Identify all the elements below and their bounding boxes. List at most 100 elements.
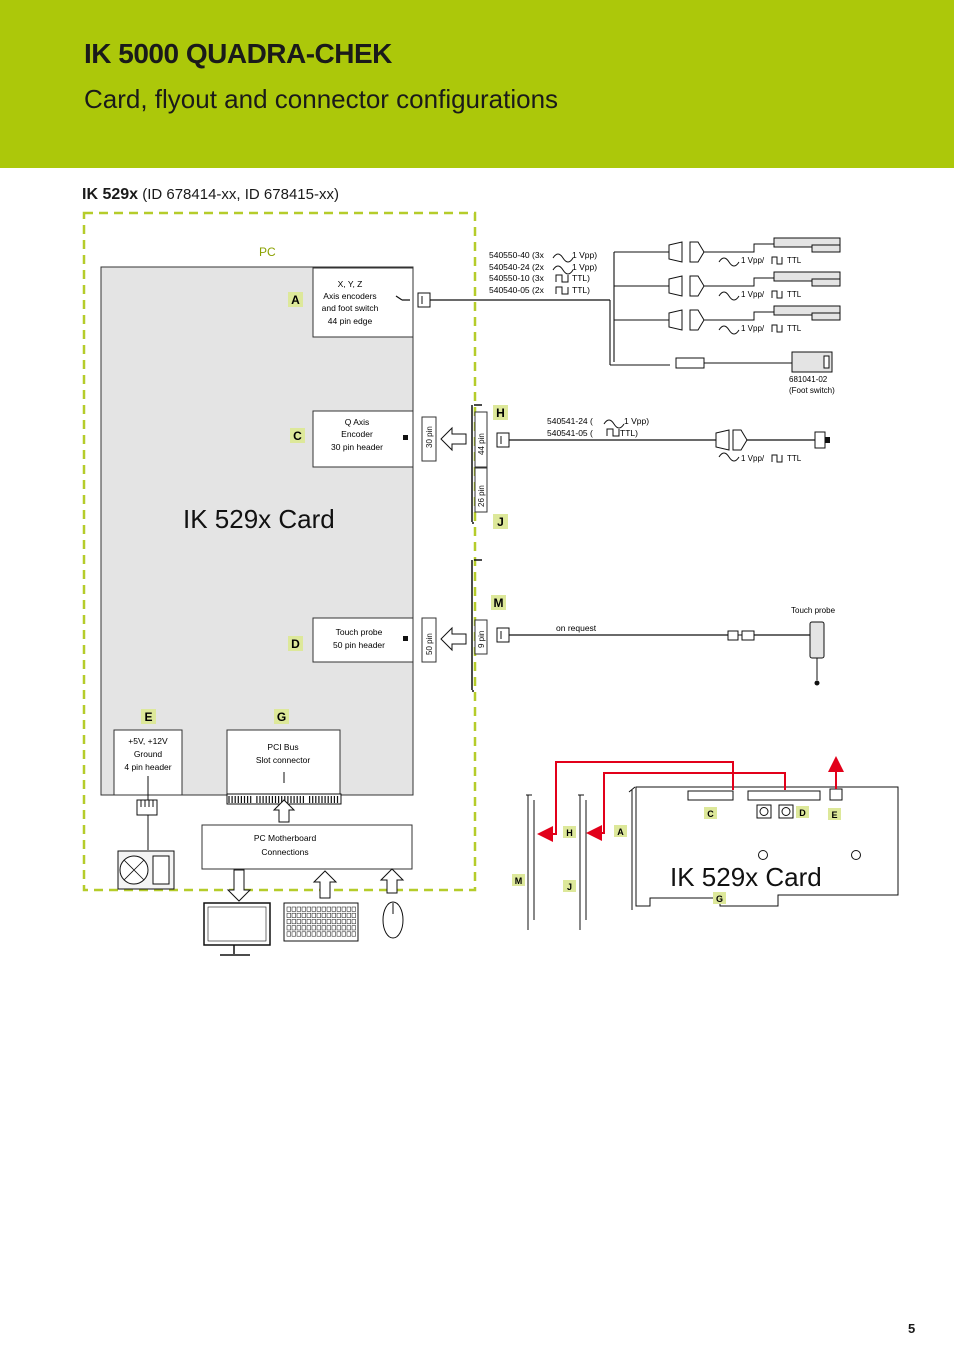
keyboard-key: [321, 925, 326, 931]
keyboard-key: [331, 912, 336, 918]
keyboard-key: [286, 912, 291, 918]
keyboard-key: [311, 912, 316, 918]
foot-switch-id: 681041-02: [789, 375, 828, 384]
signal-square-icon: [771, 324, 783, 333]
keyboard-key: [291, 906, 296, 912]
block-c: [312, 410, 414, 468]
block-a-letter-tag: [288, 292, 303, 307]
signal-sine-icon: [718, 291, 740, 301]
a-plug-icon: [417, 292, 431, 308]
keyboard-key: [291, 919, 296, 925]
keyboard-key: [351, 906, 356, 912]
d-to-m-arrow: [440, 626, 467, 652]
monitor-screen-icon: [207, 906, 267, 942]
monitor-arrow: [226, 869, 252, 902]
j-connector-label: 26 pin: [477, 485, 486, 507]
keyboard-key: [296, 919, 301, 925]
block-a-line-4: 44 pin edge: [328, 316, 373, 326]
keyboard-key: [296, 931, 301, 937]
illustration-letter-h-tag: [563, 826, 576, 838]
keyboard-key: [306, 919, 311, 925]
signal-square-icon: [771, 256, 783, 265]
power-supply-fan-grille: [123, 859, 145, 881]
keyboard-key: [341, 931, 346, 937]
illustration-letter-j-tag: [563, 880, 576, 892]
m-bracket-strip: [471, 559, 482, 692]
a-cable-right-2: 1 Vpp): [572, 262, 597, 272]
keyboard-key: [331, 931, 336, 937]
linear-encoder-scale-icon: [773, 271, 841, 282]
illustration-bracket-a: [628, 786, 636, 910]
pc-boundary: [82, 211, 477, 892]
power-socket-icon: [152, 855, 170, 885]
mouse-arrow: [379, 868, 405, 894]
block-e-line-3: 4 pin header: [124, 762, 171, 772]
illustration-letter-d: D: [799, 808, 806, 818]
illustration-mount-hole-1: [758, 850, 768, 860]
touch-probe-tip-icon: [814, 680, 820, 686]
foot-switch-icon: [791, 351, 833, 373]
block-e-line-2: Ground: [134, 749, 163, 759]
keyboard-key: [316, 912, 321, 918]
m-connector-box: [474, 619, 488, 655]
keyboard-key: [311, 931, 316, 937]
h-signal-ttl: TTL: [787, 454, 802, 463]
encoder-plug-right-icon: [689, 241, 705, 263]
illustration-letter-c: C: [707, 809, 714, 819]
signal-square-icon: [771, 290, 783, 299]
encoder-signal-1vpp: 1 Vpp/: [741, 324, 765, 333]
block-d-pin-icon: [403, 636, 408, 641]
keyboard-key: [336, 912, 341, 918]
block-d-letter-tag: [288, 636, 303, 651]
d-ribbon-connector: [421, 617, 437, 663]
keyboard-key: [316, 931, 321, 937]
flyout-j-letter-tag: [493, 514, 508, 529]
keyboard-key: [326, 906, 331, 912]
page-title: IK 5000 QUADRA-CHEK: [84, 38, 392, 69]
block-a-letter: A: [291, 293, 300, 307]
keyboard-key: [341, 912, 346, 918]
keyboard-key: [336, 925, 341, 931]
illustration-chip-1-dot: [759, 807, 769, 816]
block-a-line-2: Axis encoders: [323, 291, 376, 301]
card-body: [100, 266, 414, 796]
keyboard-key: [296, 912, 301, 918]
illustration-letter-a: A: [617, 827, 624, 837]
keyboard-key: [301, 931, 306, 937]
illustration-chip-2-dot: [781, 807, 791, 816]
keyboard-key: [306, 912, 311, 918]
motherboard-line-1: PC Motherboard: [254, 833, 317, 843]
encoder-signal-1vpp: 1 Vpp/: [741, 256, 765, 265]
foot-switch-plug-icon: [675, 357, 705, 369]
keyboard-key: [331, 919, 336, 925]
keyboard-key: [311, 919, 316, 925]
keyboard-key: [346, 919, 351, 925]
block-c-letter: C: [293, 429, 302, 443]
linear-encoder-head-icon: [811, 312, 841, 321]
block-e-letter-tag: [141, 709, 156, 724]
m-connector-label: 9 pin: [477, 631, 486, 648]
h-cable-right-1: 1 Vpp): [624, 416, 649, 426]
keyboard-key: [351, 925, 356, 931]
monitor-stand-icon: [220, 945, 250, 956]
a-sine-icon-1: [552, 253, 574, 263]
keyboard-key: [301, 906, 306, 912]
keyboard-key: [296, 925, 301, 931]
d-ribbon-label: 50 pin: [425, 633, 434, 655]
illustration-letter-j: J: [567, 882, 572, 892]
encoder-signal-1vpp: 1 Vpp/: [741, 290, 765, 299]
keyboard-key: [306, 925, 311, 931]
signal-sine-icon: [718, 257, 740, 267]
block-d: [312, 617, 414, 663]
encoder-plug-right-icon: [689, 275, 705, 297]
keyboard-key: [346, 912, 351, 918]
flyout-m-letter-tag: [491, 595, 506, 610]
section-heading-model: IK 529x: [82, 186, 139, 203]
keyboard-key: [321, 919, 326, 925]
h-signal-1vpp: 1 Vpp/: [741, 454, 765, 463]
linear-encoder-scale-icon: [773, 237, 841, 248]
h-encoder-shaft-icon: [825, 437, 830, 443]
mouse-icon: [382, 901, 404, 939]
page-subtitle: Card, flyout and connector configuration…: [84, 84, 559, 114]
h-encoder-plug-left-icon: [715, 429, 730, 451]
